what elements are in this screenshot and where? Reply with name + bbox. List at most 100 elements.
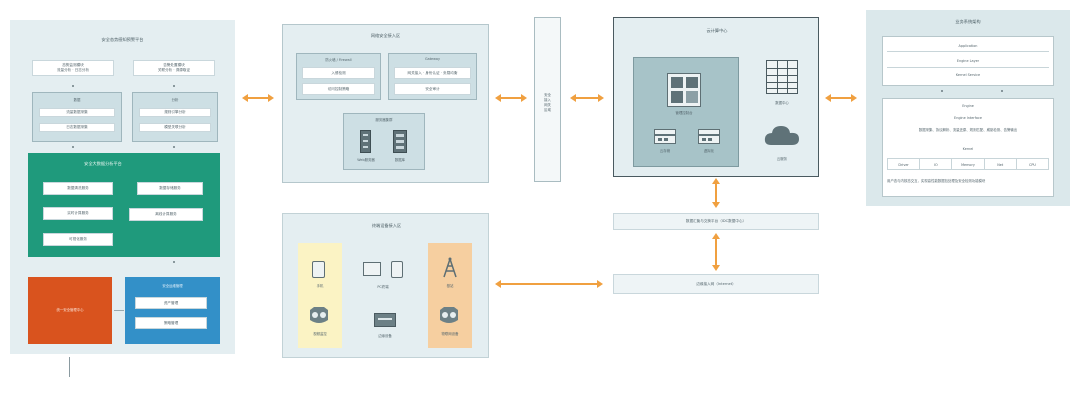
virtualization-icon: [698, 129, 720, 144]
web-server-label: Web服务器: [357, 158, 375, 162]
blue-item-1: 资产管理: [135, 297, 207, 309]
left-sub-right-item-2: 模型关联分析: [139, 123, 211, 132]
kernel-cell-4: Net: [985, 159, 1017, 169]
kernel-cell-3: Memory: [952, 159, 985, 169]
green-item-1: 数据清洗服务: [43, 182, 113, 195]
access-gateway-column: 安全 接入 网关 区域: [534, 17, 561, 182]
green-item-3: 实时计算服务: [43, 207, 113, 220]
gateway-title: Gateway: [425, 57, 440, 61]
left-sub-right-title: 分析: [171, 98, 179, 102]
engine-footer: 用户态与内核态交互，实现高性能数据包处理及安全检测功能模块: [887, 179, 986, 183]
blue-item-2: 策略管理: [135, 317, 207, 329]
storage-icon: [654, 129, 676, 144]
peach-device-column: 基站 物联网设备: [428, 243, 472, 348]
yellow-device-column: 手机 视频监控: [298, 243, 342, 348]
kernel-sub: Kernel: [962, 147, 974, 151]
camera-icon-1: [308, 306, 330, 326]
firewall-item-2: 访问控制策略: [302, 83, 375, 95]
arrow-vertical-cloud: [570, 94, 604, 102]
green-item-2: 数据存储服务: [137, 182, 203, 195]
left-sub-left-group: 数据 流量数据采集 日志数据采集: [32, 92, 122, 142]
edge-device-icon: [374, 313, 396, 327]
camera-label-1: 视频监控: [313, 332, 327, 336]
arrow-cloud-bridge: [712, 178, 720, 208]
access-gateway-label: 安全 接入 网关 区域: [544, 93, 551, 112]
center-top-panel: 网络安全接入区 防火墙 / Firewall 入侵检测 访问控制策略 Gatew…: [282, 24, 489, 183]
iot-label: 物联网设备: [441, 332, 459, 336]
app-row-3: Kernel Service: [955, 73, 981, 77]
cloud-service-label: 云服务: [776, 157, 788, 161]
arrow-cloud-business: [825, 94, 857, 102]
database-label: 数据库: [394, 158, 406, 162]
datacenter-grid-icon: [766, 60, 798, 94]
storage-label: 云存储: [659, 149, 671, 153]
green-item-4: 离线计算服务: [129, 208, 203, 221]
arrow-edge-terminal: [495, 280, 603, 288]
blue-block-title: 安全运维管理: [162, 284, 183, 288]
edge-access-bridge: 边缘接入网（Internet）: [613, 274, 819, 294]
green-block-title: 安全大数据分析平台: [84, 161, 122, 166]
tower-icon: [440, 257, 460, 279]
left-panel-tail-line: [69, 357, 70, 377]
arrow-left-center: [242, 94, 274, 102]
arrow-center-vertical: [495, 94, 527, 102]
left-top-left-box: 态势监测模块 流量分析 · 日志分析: [32, 60, 114, 76]
kernel-cells-row: Driver IO Memory Net CPU: [887, 158, 1049, 170]
cloud-inner-block: 管理控制台 云存储 虚拟化: [633, 57, 739, 167]
left-panel: 安全态势感知预警平台 态势监测模块 流量分析 · 日志分析 告警处置模块 关联分…: [10, 20, 235, 354]
console-label: 管理控制台: [675, 111, 693, 115]
left-top-right-box: 告警处置模块 关联分析 · 溯源取证: [133, 60, 215, 76]
cloud-icon: [763, 123, 801, 147]
business-system-title: 业务系统架构: [955, 19, 981, 24]
kernel-cell-2: IO: [920, 159, 953, 169]
app-stack-box: Application Engine Layer Kernel Service: [882, 36, 1054, 86]
camera-icon-2: [438, 306, 460, 326]
app-row-2: Engine Layer: [956, 59, 980, 63]
orange-management-block: 统一安全管理中心: [28, 277, 112, 344]
blue-ops-block: 安全运维管理 资产管理 策略管理: [125, 277, 220, 344]
console-icon: [667, 73, 701, 107]
edge-device-label: 边缘设备: [378, 334, 392, 338]
orange-block-label: 统一安全管理中心: [56, 308, 84, 312]
gateway-box: Gateway 网关接入 · 身份认证 · 负载均衡 安全审计: [388, 53, 477, 100]
gateway-text: 网关接入 · 身份认证 · 负载均衡: [394, 67, 471, 79]
server-cluster-box: 服务器集群 Web服务器 数据库: [343, 113, 425, 170]
data-exchange-bridge: 数据汇聚与交换平台（IDC数据中心）: [613, 213, 819, 230]
monitor-icon: [363, 262, 381, 276]
cloud-center-title: 云计算中心: [706, 28, 728, 33]
firewall-title: 防火墙 / Firewall: [325, 58, 352, 62]
web-server-icon: [360, 130, 371, 153]
left-sub-left-item-1: 流量数据采集: [39, 108, 115, 117]
firewall-box: 防火墙 / Firewall 入侵检测 访问控制策略: [296, 53, 381, 100]
tower-label: 基站: [446, 284, 454, 288]
virtualization-label: 虚拟化: [703, 149, 715, 153]
left-sub-right-item-1: 规则引擎分析: [139, 108, 211, 117]
kernel-cell-1: Driver: [888, 159, 921, 169]
datacenter-label: 数据中心: [775, 101, 789, 105]
green-analytics-block: 安全大数据分析平台 数据清洗服务 数据存储服务 实时计算服务 离线计算服务 可视…: [28, 153, 220, 257]
firewall-item-1: 入侵检测: [302, 67, 375, 79]
engine-stack-box: Engine Engine Interface 数据采集、协议解析、流量还原、规…: [882, 98, 1054, 197]
business-system-panel: 业务系统架构 Application Engine Layer Kernel S…: [866, 10, 1070, 206]
gateway-sub: 安全审计: [394, 83, 471, 95]
engine-text: 数据采集、协议解析、流量还原、规则匹配、威胁检测、告警输出: [918, 128, 1018, 132]
green-item-5: 可视化服务: [43, 233, 113, 246]
center-top-title: 网络安全接入区: [370, 33, 401, 38]
phone-icon: [312, 261, 325, 278]
database-server-icon: [393, 130, 407, 153]
app-row-1: Application: [958, 44, 978, 48]
engine-title: Engine: [962, 104, 974, 108]
pc-label: PC终端: [377, 285, 389, 289]
phone-label: 手机: [316, 284, 324, 288]
engine-sub: Engine Interface: [954, 116, 982, 120]
arrow-bridge-edge: [712, 233, 720, 271]
left-sub-left-title: 数据: [73, 98, 81, 102]
left-sub-right-group: 分析 规则引擎分析 模型关联分析: [132, 92, 218, 142]
cloud-center-panel: 云计算中心 管理控制台 云存储 虚拟化 数据中心 云服务: [613, 17, 819, 177]
kernel-cell-5: CPU: [1028, 163, 1036, 167]
server-cluster-title: 服务器集群: [375, 118, 393, 122]
terminal-access-title: 终端设备接入区: [371, 223, 402, 228]
tablet-icon: [391, 261, 403, 278]
left-sub-left-item-2: 日志数据采集: [39, 123, 115, 132]
terminal-access-panel: 终端设备接入区 手机 视频监控 PC终端 边缘设备 基站 物联网设备: [282, 213, 489, 358]
